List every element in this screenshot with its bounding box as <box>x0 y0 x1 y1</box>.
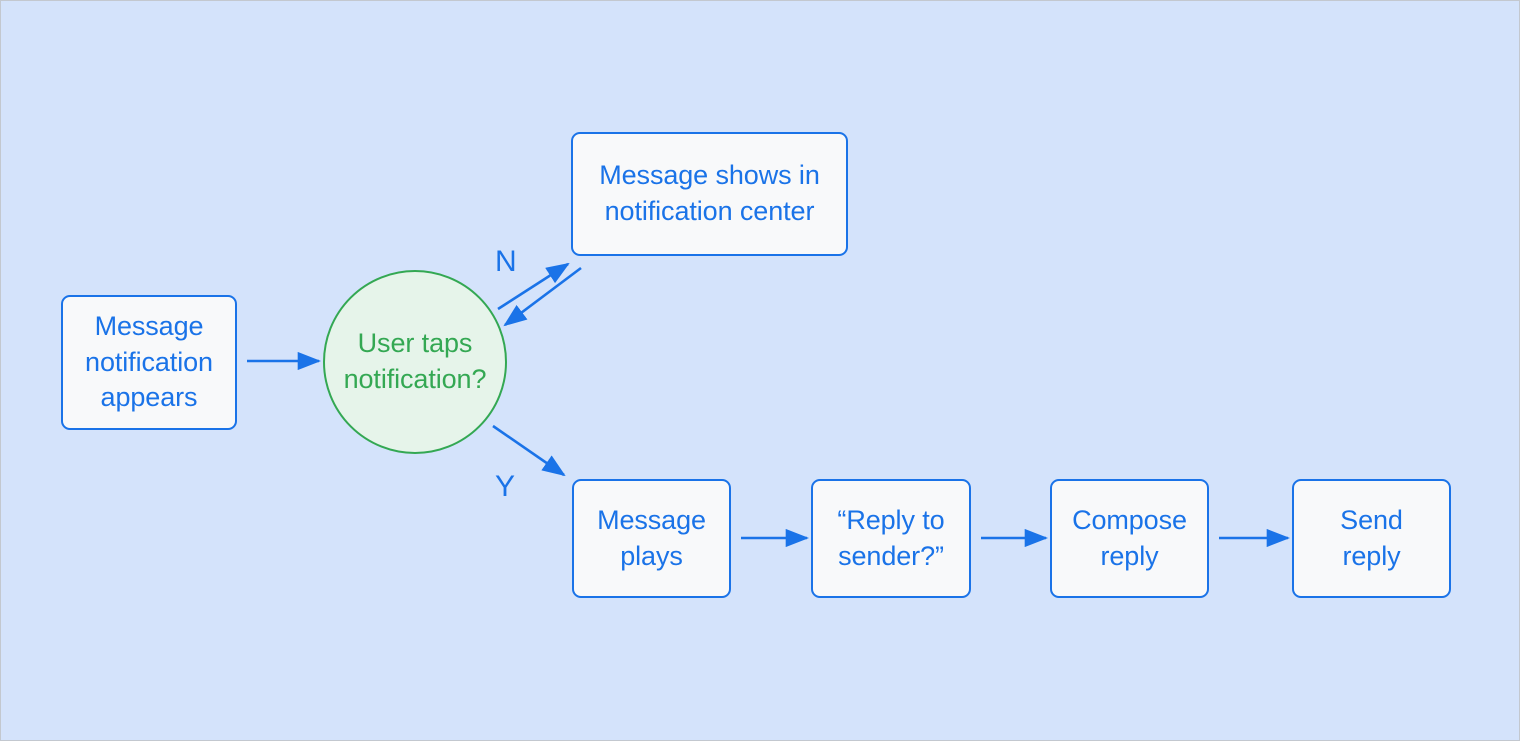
node-compose-reply[interactable]: Compose reply <box>1050 479 1209 598</box>
node-message-shows-in-notification-center[interactable]: Message shows in notification center <box>571 132 848 256</box>
edge-decision-yes-to-message-plays <box>492 424 566 477</box>
node-label: Send reply <box>1340 504 1403 571</box>
edge-label-yes: Y <box>495 470 516 503</box>
node-message-plays[interactable]: Message plays <box>572 479 731 598</box>
node-reply-to-sender[interactable]: “Reply to sender?” <box>811 479 971 598</box>
node-label: “Reply to sender?” <box>837 504 945 571</box>
node-message-notification-appears[interactable]: Message notification appears <box>61 295 237 430</box>
node-label: Message notification appears <box>85 310 213 413</box>
node-send-reply[interactable]: Send reply <box>1292 479 1451 598</box>
edge-label-no: N <box>495 245 517 278</box>
node-label: Message shows in notification center <box>599 160 820 226</box>
node-user-taps-notification[interactable]: User taps notification? <box>323 270 507 454</box>
node-label: Message plays <box>597 504 706 571</box>
node-label: Compose reply <box>1072 504 1187 571</box>
node-label: User taps notification? <box>343 328 487 394</box>
